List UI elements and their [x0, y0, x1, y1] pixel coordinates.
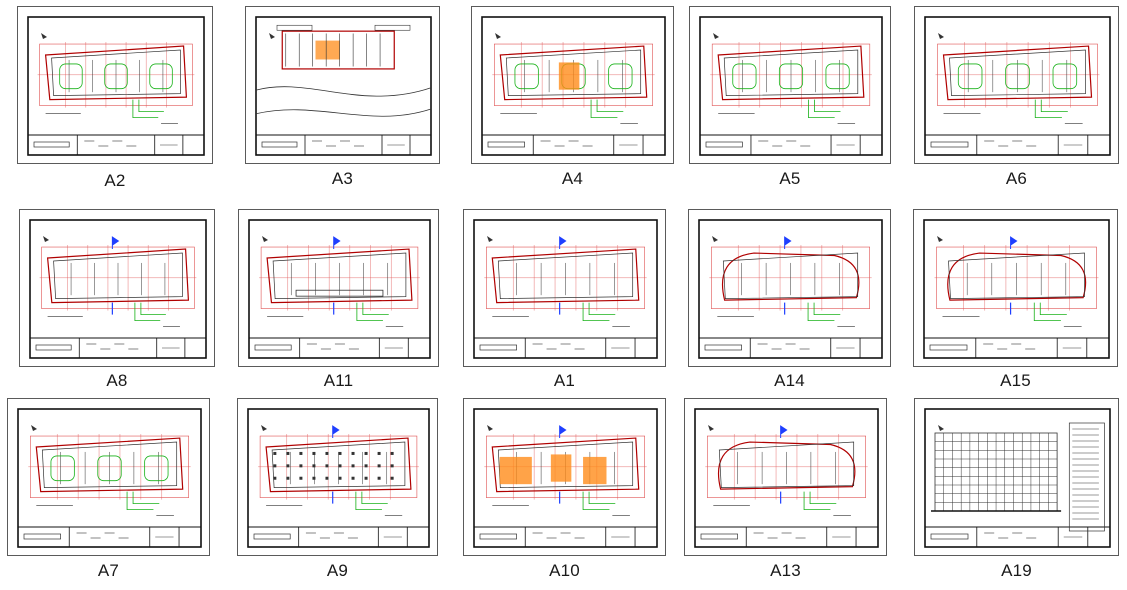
sheet-tile: A2 [17, 6, 213, 195]
sheet-drawing [255, 16, 432, 156]
drawing-content [17, 408, 202, 548]
sheet-drawing [17, 408, 202, 548]
sheet-tile: A7 [7, 398, 210, 585]
sheet-drawing [481, 16, 666, 156]
sheet-thumbnail[interactable] [688, 209, 891, 367]
sheet-tile: A11 [238, 209, 439, 395]
sheet-label: A13 [770, 561, 801, 580]
sheet-label: A11 [323, 371, 354, 390]
sheet-thumbnail[interactable] [245, 6, 440, 164]
sheet-thumbnail[interactable] [7, 398, 210, 556]
drawing-content [255, 16, 432, 156]
drawing-content [481, 16, 666, 156]
drawing-content [698, 219, 883, 359]
sheet-label: A10 [549, 561, 580, 580]
drawing-content [699, 16, 883, 156]
sheet-thumbnail[interactable] [19, 209, 215, 367]
sheet-drawing [248, 219, 431, 359]
sheet-tile: A5 [689, 6, 891, 193]
drawing-content [694, 408, 879, 548]
drawing-content [473, 219, 658, 359]
drawing-content [247, 408, 430, 548]
sheet-label: A3 [331, 169, 354, 188]
sheet-tile: A19 [914, 398, 1119, 585]
sheet-thumbnail[interactable] [237, 398, 438, 556]
drawing-content [924, 408, 1111, 548]
drawing-content [248, 219, 431, 359]
sheet-drawing [923, 219, 1110, 359]
sheet-drawing [694, 408, 879, 548]
sheet-label: A9 [326, 561, 349, 580]
sheet-drawing [698, 219, 883, 359]
sheet-drawing [247, 408, 430, 548]
sheet-drawing [473, 219, 658, 359]
sheet-label: A14 [774, 371, 805, 390]
sheet-label: A4 [561, 169, 584, 188]
drawing-content [923, 219, 1110, 359]
sheet-thumbnail[interactable] [914, 398, 1119, 556]
sheet-tile: A8 [19, 209, 215, 395]
sheet-drawing [699, 16, 883, 156]
sheet-tile: A14 [688, 209, 891, 395]
sheet-drawing [924, 16, 1111, 156]
sheet-label: A1 [553, 371, 576, 390]
sheet-tile: A4 [471, 6, 674, 193]
sheet-thumbnail[interactable] [471, 6, 674, 164]
sheet-thumbnail[interactable] [463, 398, 666, 556]
drawing-content [924, 16, 1111, 156]
sheet-tile: A6 [914, 6, 1119, 193]
sheet-tile: A9 [237, 398, 438, 585]
sheet-label: A5 [779, 169, 801, 188]
sheet-label: A8 [106, 371, 128, 390]
sheet-label: A6 [1005, 169, 1028, 188]
sheet-thumbnail[interactable] [689, 6, 891, 164]
sheet-label: A15 [1000, 371, 1031, 390]
sheet-thumbnail[interactable] [913, 209, 1118, 367]
sheet-tile: A15 [913, 209, 1118, 395]
sheet-tile: A3 [245, 6, 440, 193]
sheet-drawing [27, 16, 205, 156]
drawing-content [473, 408, 658, 548]
sheet-label: A19 [1001, 561, 1032, 580]
sheet-thumbnail[interactable] [17, 6, 213, 164]
sheet-thumbnail[interactable] [684, 398, 887, 556]
sheet-thumbnail[interactable] [238, 209, 439, 367]
sheet-label: A7 [97, 561, 120, 580]
drawing-content [27, 16, 205, 156]
sheet-tile: A13 [684, 398, 887, 585]
sheet-drawing [29, 219, 207, 359]
sheet-tile: A1 [463, 209, 666, 395]
sheet-tile: A10 [463, 398, 666, 585]
sheet-drawing [473, 408, 658, 548]
drawing-content [29, 219, 207, 359]
sheet-drawing [924, 408, 1111, 548]
sheet-label: A2 [104, 171, 126, 190]
sheet-thumbnail[interactable] [914, 6, 1119, 164]
sheet-thumbnail[interactable] [463, 209, 666, 367]
